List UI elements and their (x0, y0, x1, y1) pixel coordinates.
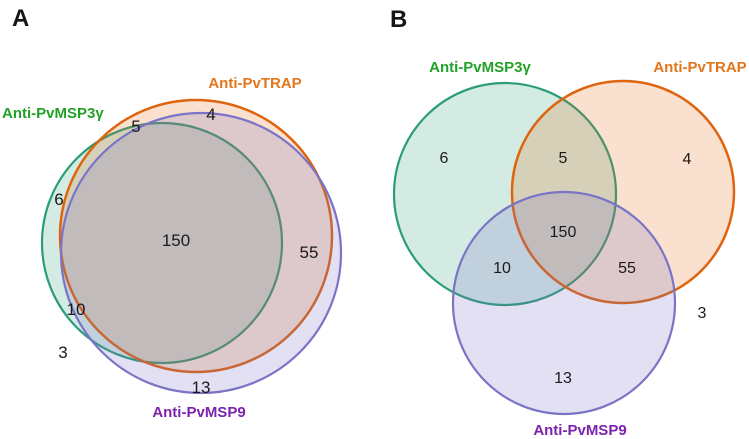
panel-a-trap-label: Anti-PvTRAP (208, 75, 301, 92)
panel-b-msp3g-label: Anti-PvMSP3γ (429, 59, 531, 76)
panel-a-msp3g-label: Anti-PvMSP3γ (2, 105, 104, 122)
panel-b-count-msp3g-trap: 5 (559, 150, 568, 167)
panel-b-trap-label: Anti-PvTRAP (653, 59, 746, 76)
panel-b-msp9-label: Anti-PvMSP9 (533, 422, 626, 439)
panel-a-trap-circle (58, 98, 334, 374)
panel-b-count-msp9-only: 13 (554, 370, 572, 387)
panel-a-count-msp3g-msp9: 10 (67, 300, 86, 319)
panel-a-count-msp3g-trap: 5 (131, 117, 140, 136)
panel-a-count-trap-only: 4 (206, 105, 215, 124)
panel-a-count-all-three: 150 (162, 231, 190, 250)
panel-b-count-trap-only: 4 (683, 151, 692, 168)
panel-a-msp9-circle (59, 111, 343, 395)
panel-a: A Anti-PvMSP3γ Anti-PvTRAP Anti-PvMSP9 5… (2, 5, 343, 421)
panel-b-msp9-circle (451, 190, 677, 416)
panel-b-count-msp3g-msp9: 10 (493, 260, 511, 277)
panel-a-msp9-label: Anti-PvMSP9 (152, 404, 245, 421)
panel-a-msp3g-circle (40, 121, 284, 365)
panel-b-letter: B (390, 6, 407, 33)
panel-b-count-trap-msp9: 55 (618, 260, 636, 277)
panel-a-count-msp3g-only: 6 (54, 190, 63, 209)
panel-b-count-all-three: 150 (550, 224, 577, 241)
panel-a-count-trap-msp9: 55 (300, 243, 319, 262)
panel-b-count-msp3g-only: 6 (440, 150, 449, 167)
panel-b-trap-circle (510, 79, 736, 305)
panel-a-count-outside: 3 (58, 343, 67, 362)
panel-a-letter: A (12, 5, 29, 32)
panel-b: B Anti-PvMSP3γ Anti-PvTRAP Anti-PvMSP9 6… (390, 6, 747, 439)
panel-a-count-msp9-only: 13 (192, 378, 211, 397)
panel-b-msp3g-circle (392, 81, 618, 307)
panel-b-count-outside: 3 (698, 305, 707, 322)
